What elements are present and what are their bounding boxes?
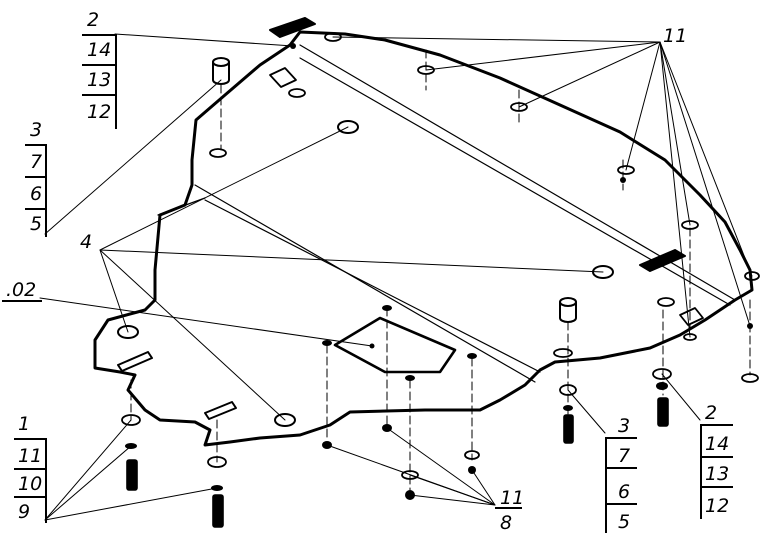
callout-4: 4 <box>80 231 93 253</box>
callout-stack-rule <box>115 34 117 129</box>
slot-right-square <box>679 307 704 326</box>
callout-13-b: 13 <box>705 463 730 485</box>
callout-9: 9 <box>18 501 31 523</box>
skid-plate-outline <box>93 30 754 447</box>
callout-7-b: 7 <box>618 445 631 467</box>
callout-underline <box>605 503 637 505</box>
callout-1: 1 <box>18 413 31 435</box>
leader-lines <box>39 33 753 521</box>
callout-2-b: 2 <box>705 402 718 424</box>
callout-underline <box>82 64 115 66</box>
callout-underline <box>605 467 637 469</box>
callout-12: 12 <box>87 101 112 123</box>
callout-underline <box>700 486 733 488</box>
callout-underline <box>495 507 522 509</box>
bend-line-lower <box>194 184 536 383</box>
callout-3: 3 <box>30 119 43 141</box>
callout-underline <box>25 144 47 146</box>
callout-8: 8 <box>500 512 513 534</box>
callout-underline <box>14 496 47 498</box>
callout-underline <box>82 94 115 96</box>
callout-3-b: 3 <box>618 415 631 437</box>
callout-11-top: 11 <box>663 25 688 47</box>
callout-underline <box>2 300 42 302</box>
callout-7: 7 <box>30 151 43 173</box>
callout-stack-rule <box>700 424 702 519</box>
callout-underline <box>25 208 47 210</box>
bend-line-left <box>157 197 206 216</box>
callout-6-b: 6 <box>618 481 631 503</box>
callout-underline <box>82 34 115 36</box>
callout-11: 11 <box>18 445 43 467</box>
washers <box>121 368 759 480</box>
spacer-bushings <box>212 57 577 323</box>
callout-stack-rule <box>45 438 47 523</box>
callout-14-b: 14 <box>705 433 730 455</box>
callout-6: 6 <box>30 183 43 205</box>
axis-lines <box>130 49 751 491</box>
square-cutout <box>269 67 297 88</box>
callout-underline <box>700 456 733 458</box>
bend-line-lower-2 <box>204 199 541 373</box>
callout-10: 10 <box>18 473 43 495</box>
callout-2: 2 <box>87 9 100 31</box>
callout-underline <box>14 468 47 470</box>
bolts <box>126 397 669 528</box>
callout-12-b: 12 <box>705 495 730 517</box>
callout-underline <box>605 437 637 439</box>
callout-stack-rule <box>605 437 607 533</box>
callout-5-b: 5 <box>618 511 631 533</box>
callout-underline <box>700 424 733 426</box>
callout-14: 14 <box>87 39 112 61</box>
callout-stack-rule <box>45 144 47 237</box>
callout-13: 13 <box>87 69 112 91</box>
clip-brackets <box>117 17 686 420</box>
callout-underline <box>25 176 47 178</box>
callout-11-bottom: 11 <box>500 487 525 509</box>
callout-underline <box>14 438 47 440</box>
access-cutout <box>333 316 457 374</box>
callout-02: .02 <box>6 279 37 301</box>
callout-5: 5 <box>30 213 43 235</box>
nuts <box>125 43 753 500</box>
